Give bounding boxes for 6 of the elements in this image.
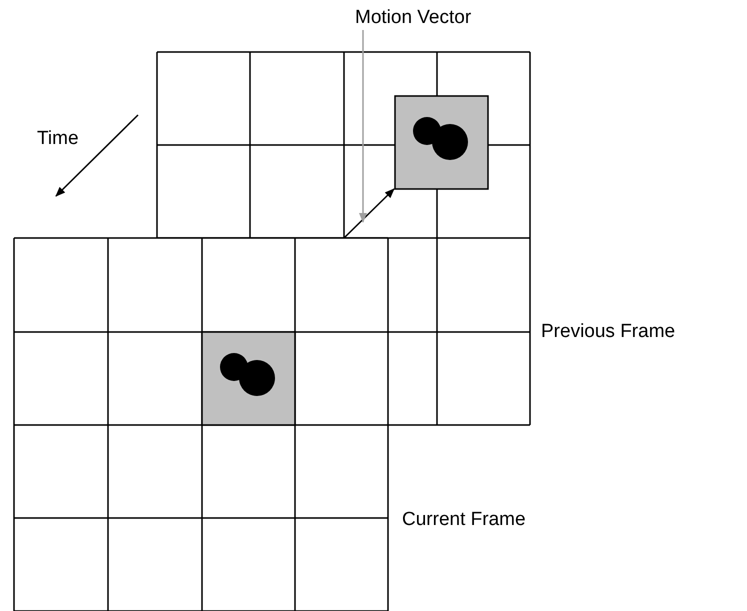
- motion-vector-label: Motion Vector: [355, 7, 472, 29]
- motion-vector-arrow: [343, 188, 395, 239]
- frame-label: Previous Frame: [541, 321, 676, 343]
- frame-label: Current Frame: [402, 509, 526, 531]
- leader-line: [359, 30, 367, 223]
- time-label: Time: [37, 128, 79, 150]
